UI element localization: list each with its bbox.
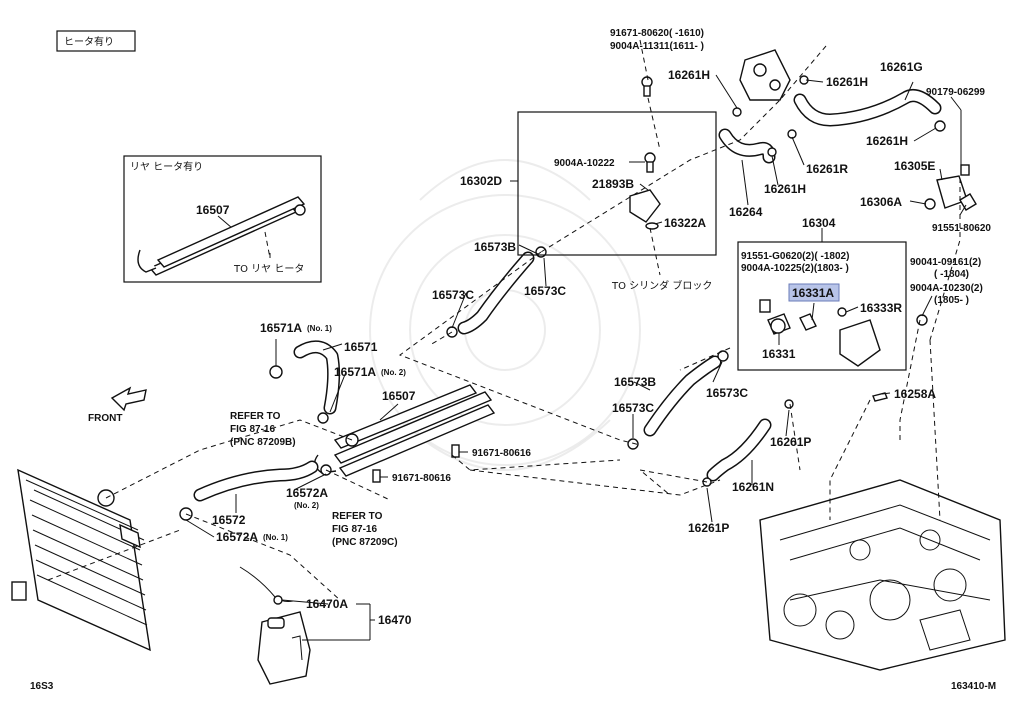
label-16573C-b: 16573C	[524, 284, 566, 298]
label-16572: 16572	[212, 513, 246, 527]
bolt-note-right-4: (1805- )	[934, 295, 969, 306]
label-16261R: 16261R	[806, 162, 848, 176]
label-9004A-10222: 9004A-10222	[554, 158, 615, 169]
front-arrow: FRONT	[88, 386, 147, 424]
label-16264: 16264	[729, 205, 763, 219]
inset-title: リヤ ヒータ有り	[130, 160, 203, 173]
heater-pipe-assembly	[314, 384, 496, 477]
clamps-and-bolts	[179, 75, 977, 521]
label-16322A: 16322A	[664, 216, 706, 230]
radiator	[11, 468, 151, 652]
bolt-note-top-2: 9004A-11311(1611- )	[610, 41, 704, 52]
inset-part-16507: 16507	[196, 203, 230, 217]
sub-note-no1b: (No. 1)	[263, 533, 288, 542]
footer-right: 163410-M	[951, 681, 996, 692]
label-16261P-b: 16261P	[688, 521, 729, 535]
refer2-line1: REFER TO	[332, 511, 383, 522]
sub-note-no1: (No. 1)	[307, 324, 332, 333]
label-16331A: 16331A	[792, 286, 834, 300]
label-16333R: 16333R	[860, 301, 902, 315]
label-16261H-d: 16261H	[764, 182, 806, 196]
bolt-note-top-1: 91671-80620( -1610)	[610, 28, 704, 39]
label-16470A: 16470A	[306, 597, 348, 611]
label-16302D: 16302D	[460, 174, 502, 188]
label-16573C-d: 16573C	[612, 401, 654, 415]
hoses	[193, 89, 942, 502]
thermostat-parts	[759, 299, 881, 367]
heater-tag-text: ヒータ有り	[64, 35, 114, 48]
label-16571: 16571	[344, 340, 378, 354]
label-16573B-a: 16573B	[474, 240, 516, 254]
reservoir-tank	[239, 566, 311, 685]
label-16261P-a: 16261P	[770, 435, 811, 449]
label-16470: 16470	[378, 613, 412, 627]
engine-block	[759, 479, 1006, 671]
water-inlet-housing	[739, 49, 791, 101]
label-91671-80616-a: 91671-80616	[472, 448, 531, 459]
label-21893B: 21893B	[592, 177, 634, 191]
refer1-line2: FIG 87-16	[230, 424, 275, 435]
front-label: FRONT	[88, 413, 122, 424]
refer2-line2: FIG 87-16	[332, 524, 377, 535]
inset-heater-pipes	[137, 196, 306, 276]
footer-left: 16S3	[30, 681, 54, 692]
bolt-note-16304-1: 91551-G0620(2)( -1802)	[741, 251, 849, 262]
highlight-16331A	[788, 283, 840, 302]
label-16571A-no1: 16571A	[260, 321, 302, 335]
inset-to-rear-heater: TO リヤ ヒータ	[233, 263, 304, 275]
label-90179: 90179-06299	[926, 87, 985, 98]
label-16573B-b: 16573B	[614, 375, 656, 389]
label-91671-80616-b: 91671-80616	[392, 473, 451, 484]
refer1-line1: REFER TO	[230, 411, 281, 422]
refer1-line3: (PNC 87209B)	[230, 437, 296, 448]
label-16261H-a: 16261H	[668, 68, 710, 82]
label-16573C-c: 16573C	[706, 386, 748, 400]
label-16572A-no2: 16572A	[286, 486, 328, 500]
bolt-note-right-2: ( -1804)	[934, 269, 969, 280]
label-16507: 16507	[382, 389, 416, 403]
bolt-note-right-3: 9004A-10230(2)	[910, 283, 983, 294]
label-16258A: 16258A	[894, 387, 936, 401]
label-16261H-b: 16261H	[826, 75, 868, 89]
refer2-line3: (PNC 87209C)	[332, 537, 398, 548]
label-16331: 16331	[762, 347, 796, 361]
heater-tag: ヒータ有り	[56, 30, 136, 52]
label-91551-80620: 91551-80620	[932, 223, 991, 234]
rear-heater-inset: リヤ ヒータ有り 16507 TO リヤ ヒータ	[123, 155, 322, 283]
label-16571A-no2: 16571A	[334, 365, 376, 379]
label-16261N: 16261N	[732, 480, 774, 494]
bolt-note-16304-2: 9004A-10225(2)(1803- )	[741, 263, 849, 274]
sub-note-no2: (No. 2)	[381, 368, 406, 377]
label-16306A: 16306A	[860, 195, 902, 209]
box-16302D	[517, 111, 717, 256]
to-cylinder-block: TO シリンダ ブロック	[611, 279, 712, 292]
bolt-note-right-1: 90041-09161(2)	[910, 257, 981, 268]
leader-lines	[185, 74, 967, 641]
label-16573C-a: 16573C	[432, 288, 474, 302]
sub-note-no2b: (No. 2)	[294, 501, 319, 510]
label-16261H-c: 16261H	[866, 134, 908, 148]
label-16261G: 16261G	[880, 60, 923, 74]
label-16572A-no1: 16572A	[216, 530, 258, 544]
label-16305E: 16305E	[894, 159, 935, 173]
dashed-guides	[47, 39, 961, 601]
text-labels: 91671-80620( -1610) 9004A-11311(1611- ) …	[30, 28, 996, 692]
label-16304: 16304	[802, 216, 836, 230]
